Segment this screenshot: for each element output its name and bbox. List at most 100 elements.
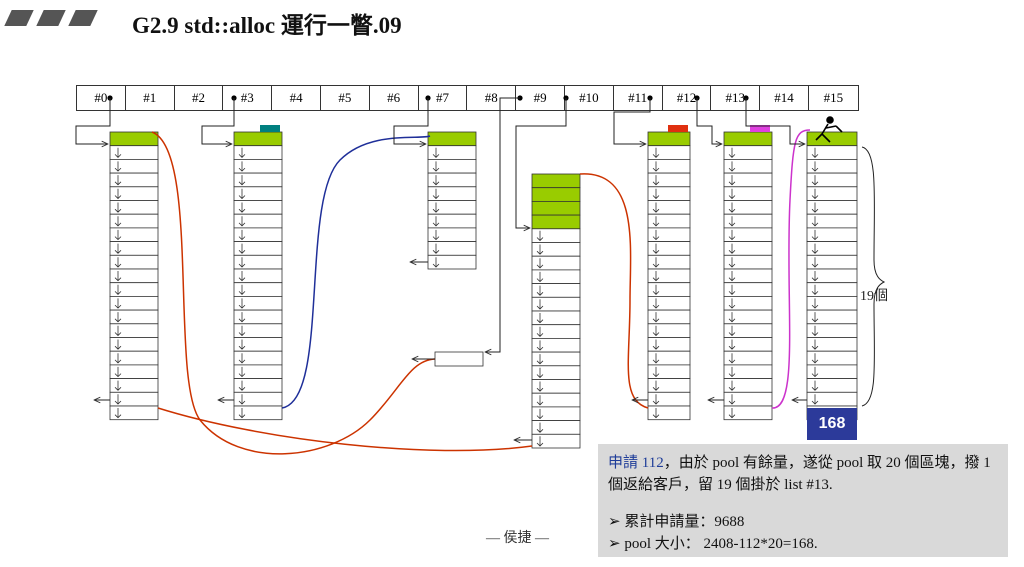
down-arrow-icon [652,175,660,186]
link-curve-13 [771,129,811,409]
page-title: G2.9 std::alloc 運行一瞥.09 [132,13,402,38]
down-arrow-icon [536,340,544,351]
down-arrow-icon [238,202,246,213]
down-arrow-icon [536,395,544,406]
down-arrow-icon [536,299,544,310]
chunk-list-3-free-block [233,309,283,325]
down-arrow-icon [536,313,544,324]
info-pool-size: ➢ pool 大小： 2408-112*20=168. [608,536,818,552]
header: G2.9 std::alloc 運行一瞥.09 [0,0,1024,50]
info-panel: 申請 112，由於 pool 有餘量，遂從 pool 取 20 個區塊，撥 1 … [598,444,1008,557]
chunk-pool-9-free-block [531,406,581,421]
chunk-list-13-free-block [723,200,773,215]
down-arrow-icon [238,147,246,158]
chunk-list-12-free-block [647,282,691,297]
chunk-list-3-free-block [233,350,283,366]
down-arrow-icon [728,284,736,295]
chunk-list-13-free-block [723,364,773,379]
down-arrow-icon [114,380,122,391]
free-list-slot-7: #7 [419,86,468,110]
chunk-list-0-free-block [109,323,159,338]
down-arrow-icon [652,380,660,391]
chunk-pool-9-free-block [531,228,581,243]
down-arrow-icon [652,161,660,172]
down-arrow-icon [114,271,122,282]
chunk-pool-9-free-block [531,420,581,435]
chunk-list-3-tag [260,125,280,132]
link-curve-9 [579,173,649,409]
chunk-list-3-free-block [233,172,283,188]
down-arrow-icon [114,325,122,337]
down-arrow-icon [728,175,736,186]
down-arrow-icon [811,147,819,158]
free-list-slot-3: #3 [223,86,273,110]
chunk-pool-9-free-block [531,337,581,353]
chunk-list-12-free-block [647,254,691,270]
down-arrow-icon [536,271,544,283]
down-arrow-icon [652,408,660,419]
pointer-3 [201,98,235,144]
down-arrow-icon [114,216,122,227]
down-arrow-icon [238,325,246,337]
down-arrow-icon [432,188,440,200]
chunk-list-13-free-block [723,282,773,297]
chunk-list-13-free-block [723,145,773,160]
chunk-pool-9-free-block [531,269,581,284]
chunk-list-3-free-block [233,405,283,421]
down-arrow-icon [114,284,122,295]
down-arrow-icon [536,408,544,420]
down-arrow-icon [536,244,544,255]
down-arrow-icon [811,325,819,337]
down-arrow-icon [728,257,736,268]
down-arrow-icon [238,366,246,378]
down-arrow-icon [238,394,246,405]
down-arrow-icon [728,353,736,364]
chunk-list-3-free-block [233,337,283,352]
down-arrow-icon [238,380,246,391]
down-arrow-icon [432,243,440,254]
chunk-pool-9-free-block [531,392,581,408]
chunk-pool-9-free-block [531,324,581,339]
chunk-list-13-free-block [723,172,773,188]
chunk-list-0 [109,131,159,421]
chunk-list-12-free-block [647,186,691,201]
down-arrow-icon [728,188,736,200]
down-arrow-icon [652,216,660,227]
down-arrow-icon [432,147,440,158]
down-arrow-icon [652,325,660,337]
chunk-pool-9 [531,173,581,449]
down-arrow-icon [536,367,544,379]
chunk-list-12 [647,125,691,421]
down-arrow-icon [114,161,122,172]
down-arrow-icon [728,229,736,241]
free-list-slot-11: #11 [614,86,663,110]
chunk-list-0-free-block [109,254,159,270]
down-arrow-icon [432,216,440,227]
down-arrow-icon [536,354,544,365]
down-arrow-icon [114,408,122,419]
chunk-list-3 [233,125,283,421]
chunk-pool-9-free-block [531,433,581,449]
chunk-list-12-tag [668,125,688,132]
chunk-list-13-free-block [723,268,773,284]
chunk-list-15-used-block [806,131,858,147]
free-list-slot-0: #0 [77,86,126,110]
chunk-pool-9-free-block [531,242,581,257]
chunk-list-0-free-block [109,405,159,421]
chunk-list-0-free-block [109,158,159,174]
chunk-list-7-free-block [427,227,477,242]
down-arrow-icon [811,353,819,364]
down-arrow-icon [238,312,246,323]
chunk-list-7-free-block [427,186,477,201]
down-arrow-icon [238,284,246,295]
chunk-pool-9-free-block [531,310,581,326]
down-arrow-icon [432,175,440,186]
down-arrow-icon [728,339,736,350]
chunk-list-13-free-block [723,186,773,201]
down-arrow-icon [811,366,819,378]
down-arrow-icon [652,257,660,268]
down-arrow-icon [811,394,819,405]
chunk-list-13-free-block [723,337,773,352]
down-arrow-icon [536,381,544,392]
chunk-list-7 [427,131,477,270]
